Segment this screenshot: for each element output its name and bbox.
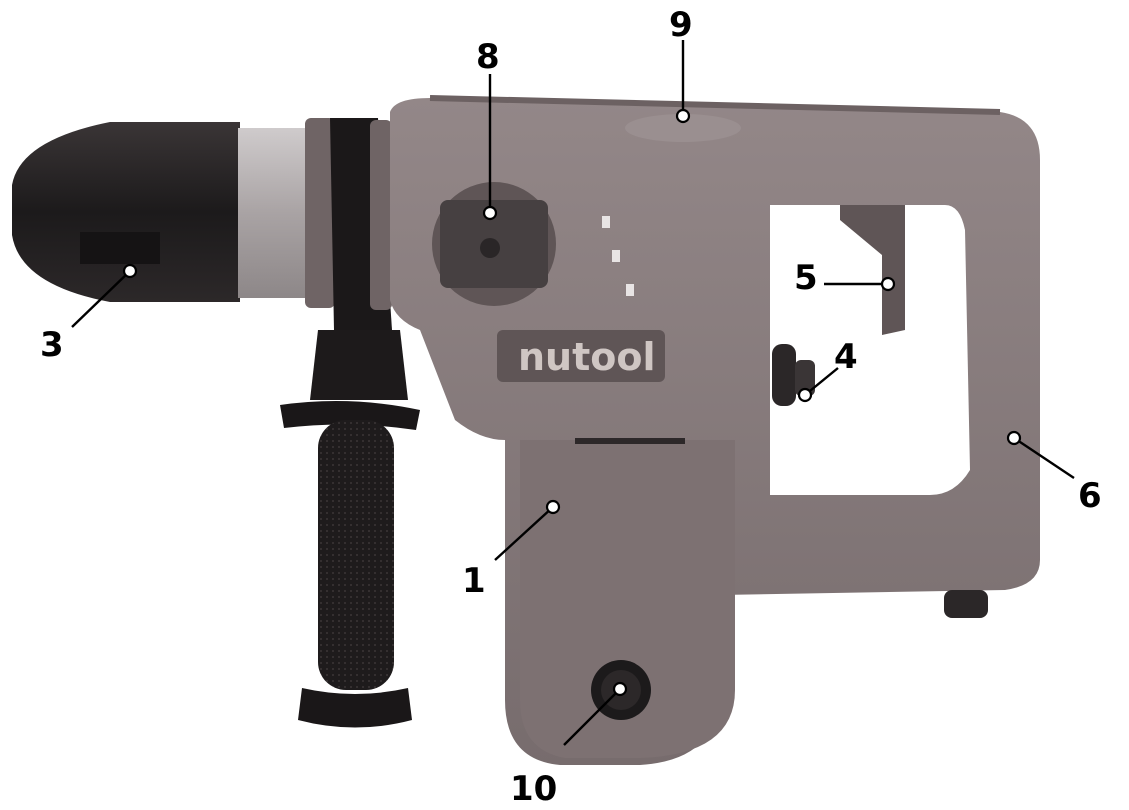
callout-label-9: 9: [669, 5, 693, 45]
callout-3: 3: [40, 263, 138, 365]
handle-clamp: [305, 118, 392, 330]
callout-5: 5: [794, 258, 896, 298]
depth-stop-knob: [625, 114, 741, 142]
callout-10: 10: [510, 681, 628, 809]
callout-6: 6: [1006, 430, 1102, 516]
callouts: 1 3 4 5 6 8: [40, 5, 1102, 809]
brand-logo: nutool: [497, 330, 665, 382]
callout-label-10: 10: [510, 769, 557, 809]
callout-9: 9: [669, 5, 693, 124]
callout-8: 8: [476, 37, 500, 221]
callout-label-4: 4: [834, 337, 858, 377]
callout-label-6: 6: [1078, 476, 1102, 516]
mode-selector-dial: [432, 182, 556, 306]
callout-4: 4: [797, 337, 858, 403]
callout-label-8: 8: [476, 37, 500, 77]
auxiliary-handle: [280, 330, 420, 728]
direction-switch: [772, 344, 815, 406]
chuck: [12, 122, 240, 302]
callout-1: 1: [462, 499, 561, 601]
trigger: [840, 205, 905, 335]
metal-collar: [238, 128, 318, 298]
cord-outlet: [944, 590, 988, 618]
drill-illustration: nutool: [12, 95, 1040, 765]
brand-logo-text: nutool: [518, 335, 656, 379]
handle-opening: [770, 205, 970, 495]
mode-marks: [602, 216, 634, 296]
callout-label-1: 1: [462, 561, 486, 601]
callout-label-5: 5: [794, 258, 818, 298]
callout-label-3: 3: [40, 325, 64, 365]
